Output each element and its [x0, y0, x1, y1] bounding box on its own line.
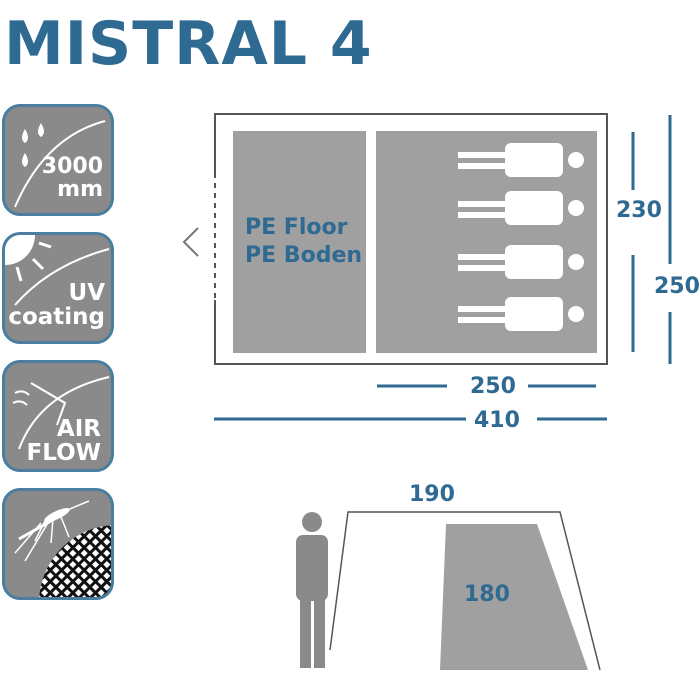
bedroom-depth-label: 230: [616, 198, 662, 223]
air-flow-icon: [12, 376, 110, 450]
air-label: AIR: [56, 416, 101, 442]
living-area-floor: [233, 131, 366, 353]
tent-side-outline: [329, 511, 601, 671]
air-flow-badge: AIR FLOW: [2, 360, 114, 472]
sleeper-figure: [458, 297, 584, 331]
sun-icon: [5, 235, 110, 306]
sleeper-figure: [458, 143, 584, 177]
waterproof-unit: mm: [57, 177, 103, 203]
total-depth-label: 250: [654, 274, 700, 299]
sleeper-figure: [458, 245, 584, 279]
entrance-arrow-icon: [182, 227, 199, 257]
flow-label: FLOW: [26, 440, 101, 467]
bedroom-width-label: 250: [470, 374, 516, 399]
door-opening: [440, 524, 588, 670]
mosquito-net-badge: [2, 488, 114, 600]
mosquito-icon: [14, 500, 111, 597]
floor-material-label: PE Floor PE Boden: [245, 214, 362, 269]
side-width-label: 190: [409, 482, 455, 507]
uv-coating-badge: UV coating: [2, 232, 114, 344]
person-silhouette-icon: [296, 512, 328, 668]
floor-label-de: PE Boden: [245, 242, 363, 268]
page-title: MISTRAL 4: [4, 9, 373, 79]
waterproof-badge: 3000 mm: [2, 104, 114, 216]
floor-label-en: PE Floor: [245, 215, 348, 240]
uv-label: UV: [68, 280, 105, 306]
coating-label: coating: [8, 304, 105, 331]
total-length-label: 410: [474, 408, 520, 433]
waterproof-value: 3000: [41, 154, 103, 179]
door-height-label: 180: [464, 582, 510, 607]
sleeper-figure: [458, 191, 584, 225]
raindrops-icon: [14, 120, 106, 208]
